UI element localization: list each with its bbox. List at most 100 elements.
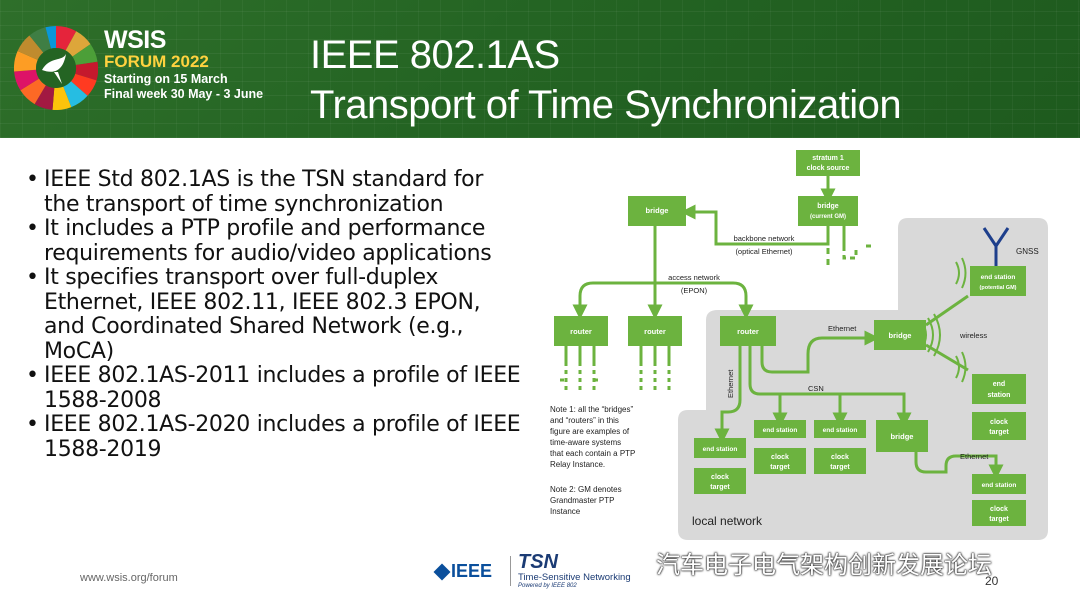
link-router1-fan-dash bbox=[560, 370, 600, 390]
svg-text:time-aware systems: time-aware systems bbox=[550, 438, 621, 447]
bridge-csn-box: bridge bbox=[876, 420, 928, 452]
access-label-2: (EPON) bbox=[681, 286, 708, 295]
link-router-to-lan-bridge bbox=[760, 330, 880, 374]
local-network-label: local network bbox=[692, 514, 763, 528]
router-local-box: router bbox=[720, 316, 776, 346]
forum-title: WSIS bbox=[104, 26, 166, 54]
link-wireless-up bbox=[925, 294, 969, 327]
end-station-ethernet-box: end station bbox=[694, 438, 746, 458]
clock-target-csn2-box: clock target bbox=[814, 448, 866, 474]
note2: Note 2: GM denotes Grandmaster PTP Insta… bbox=[550, 485, 622, 516]
wireless-wave-3 bbox=[933, 313, 941, 357]
diagram-boxes: stratum 1 clock source bridge (current G… bbox=[554, 150, 1026, 526]
network-diagram: local network GNSS bbox=[550, 150, 1048, 540]
svg-text:clock: clock bbox=[990, 506, 1008, 513]
link-router-ethernet-down bbox=[714, 346, 742, 444]
svg-text:target: target bbox=[770, 464, 790, 471]
link-router2-fan bbox=[639, 346, 671, 366]
link-csn bbox=[748, 346, 912, 428]
wireless-wave-2 bbox=[927, 317, 934, 353]
forum-brand: WSIS FORUM 2022 Starting on 15 March Fin… bbox=[104, 28, 263, 102]
svg-text:(current GM): (current GM) bbox=[810, 214, 846, 220]
bridge-current-gm-box: bridge (current GM) bbox=[798, 196, 858, 226]
ethernet-label-top: Ethernet bbox=[828, 324, 857, 333]
ieee-logo-text: IEEE bbox=[451, 561, 493, 581]
slide-title-line2: Transport of Time Synchronization bbox=[310, 83, 902, 127]
svg-text:target: target bbox=[989, 516, 1009, 523]
backbone-label-1: backbone network bbox=[734, 234, 795, 243]
gnss-label: GNSS bbox=[1016, 247, 1039, 256]
svg-text:clock: clock bbox=[831, 454, 849, 461]
svg-text:and “routers” in this: and “routers” in this bbox=[550, 416, 619, 425]
slide-header: WSIS FORUM 2022 Starting on 15 March Fin… bbox=[0, 0, 1080, 138]
link-gm-branch-1-dash bbox=[842, 244, 874, 260]
svg-text:(potential GM): (potential GM) bbox=[980, 285, 1017, 291]
svg-text:figure are examples of: figure are examples of bbox=[550, 427, 630, 436]
clock-target-wireless-box: clock target bbox=[972, 412, 1026, 440]
svg-text:end station: end station bbox=[823, 427, 858, 434]
bridge-wireless-box: bridge bbox=[874, 320, 926, 350]
svg-text:end station: end station bbox=[703, 446, 738, 453]
end-station-csn1-box: end station bbox=[754, 420, 806, 438]
wireless-wave-5 bbox=[961, 257, 967, 289]
svg-text:Instance: Instance bbox=[550, 507, 581, 516]
csn-label: CSN bbox=[808, 384, 824, 393]
bullet-item: IEEE Std 802.1AS is the TSN standard for… bbox=[24, 167, 524, 217]
clock-target-ethernet-box: clock target bbox=[694, 468, 746, 494]
forum-date-final: Final week 30 May - 3 June bbox=[104, 87, 264, 101]
slide-title-line1: IEEE 802.1AS bbox=[310, 33, 560, 77]
end-station-lower-right-box: end station bbox=[972, 474, 1026, 494]
svg-text:bridge: bridge bbox=[891, 432, 914, 441]
svg-text:Grandmaster PTP: Grandmaster PTP bbox=[550, 496, 614, 505]
wechat-watermark-text: 汽车电子电气架构创新发展论坛 bbox=[656, 551, 992, 579]
svg-text:Note 1: all the “bridges”: Note 1: all the “bridges” bbox=[550, 405, 633, 414]
bullet-item: It includes a PTP profile and performanc… bbox=[24, 216, 524, 266]
end-station-csn2-box: end station bbox=[814, 420, 866, 438]
svg-text:target: target bbox=[830, 464, 850, 471]
gnss-antenna-icon bbox=[982, 227, 1010, 266]
svg-text:station: station bbox=[988, 392, 1011, 399]
ethernet-label-right: Ethernet bbox=[960, 452, 989, 461]
bullet-item: It specifies transport over full-duplex … bbox=[24, 265, 524, 364]
bridge-backbone-box: bridge bbox=[628, 196, 686, 226]
clock-target-lower-right-box: clock target bbox=[972, 500, 1026, 526]
svg-text:clock: clock bbox=[771, 454, 789, 461]
svg-text:clock: clock bbox=[990, 419, 1008, 426]
router-left-box: router bbox=[554, 316, 608, 346]
wechat-icon bbox=[618, 549, 649, 574]
svg-text:bridge: bridge bbox=[889, 331, 912, 340]
stratum1-box: stratum 1 clock source bbox=[796, 150, 860, 176]
page-number: 20 bbox=[985, 574, 999, 588]
svg-text:clock: clock bbox=[711, 474, 729, 481]
router-middle-box: router bbox=[628, 316, 682, 346]
link-router2-fan-dash bbox=[639, 370, 671, 390]
wireless-label: wireless bbox=[959, 331, 987, 340]
clock-target-csn1-box: clock target bbox=[754, 448, 806, 474]
ethernet-label-vertical: Ethernet bbox=[726, 369, 735, 398]
link-wireless-down bbox=[925, 343, 969, 372]
svg-text:router: router bbox=[570, 327, 592, 336]
forum-date-start: Starting on 15 March bbox=[104, 72, 228, 86]
svg-text:target: target bbox=[710, 484, 730, 491]
svg-text:bridge: bridge bbox=[646, 206, 669, 215]
header-pattern bbox=[0, 0, 1080, 138]
link-router1-fan bbox=[564, 346, 596, 366]
svg-text:end station: end station bbox=[981, 274, 1016, 281]
wechat-watermark: 汽车电子电气架构创新发展论坛 bbox=[618, 545, 992, 580]
svg-text:end station: end station bbox=[763, 427, 798, 434]
svg-text:that each contain a PTP: that each contain a PTP bbox=[550, 449, 635, 458]
wireless-wave-7 bbox=[961, 351, 967, 383]
ieee-diamond-icon bbox=[433, 563, 451, 580]
note1: Note 1: all the “bridges” and “routers” … bbox=[550, 405, 635, 469]
svg-text:clock source: clock source bbox=[807, 165, 850, 172]
tsn-logo: TSN Time-Sensitive Networking Powered by… bbox=[518, 552, 631, 590]
svg-text:router: router bbox=[644, 327, 666, 336]
footer-url: www.wsis.org/forum bbox=[80, 572, 178, 584]
slide-title: IEEE 802.1AS Transport of Time Synchroni… bbox=[310, 30, 902, 130]
end-station-potential-gm-box: end station (potential GM) bbox=[970, 266, 1026, 296]
svg-text:stratum 1: stratum 1 bbox=[812, 155, 844, 162]
tsn-logo-subtitle: Time-Sensitive Networking bbox=[518, 572, 631, 583]
logo-divider bbox=[510, 556, 511, 586]
bullet-item: IEEE 802.1AS-2011 includes a profile of … bbox=[24, 363, 524, 413]
bullet-item: IEEE 802.1AS-2020 includes a profile of … bbox=[24, 412, 524, 462]
